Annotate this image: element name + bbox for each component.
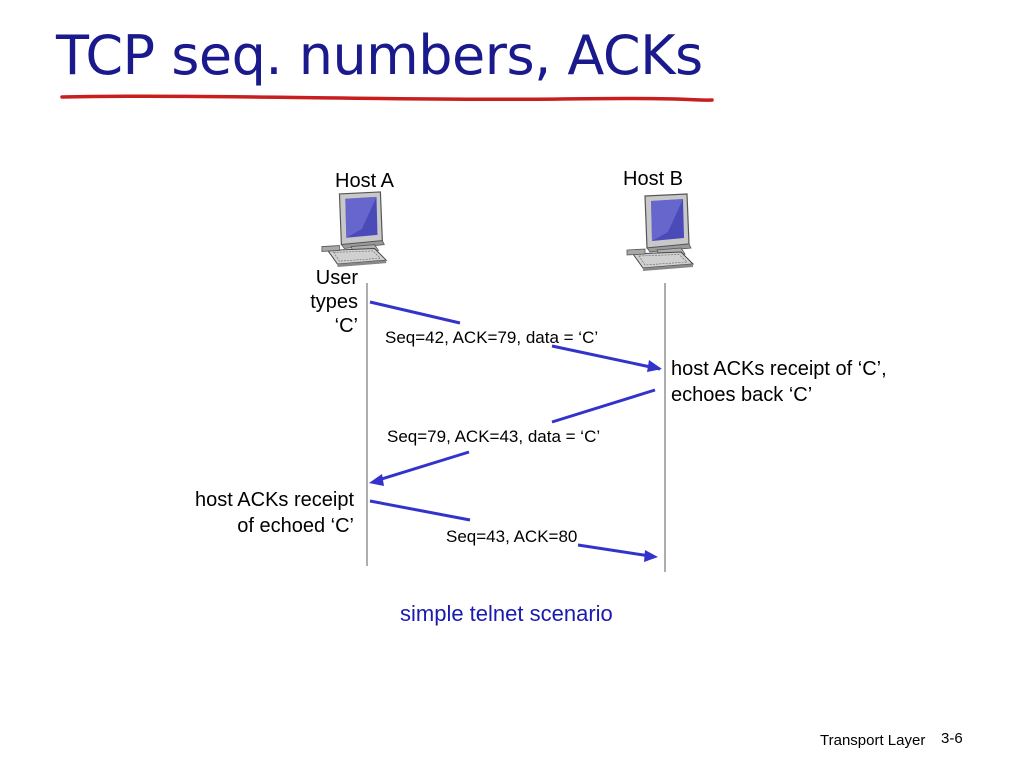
footer-section: Transport Layer [820,732,926,749]
message-2-arrowhead [369,474,384,486]
title-underline [60,94,714,102]
user-types-line-3: ‘C’ [334,315,358,337]
message-1-arrowhead [647,360,662,372]
slide-title: TCP seq. numbers, ACKs [56,24,703,87]
message-2-arrow-end [374,450,470,483]
footer-page-number: 3-6 [941,730,963,747]
message-2-label: Seq=79, ACK=43, data = ‘C’ [387,427,601,446]
message-3-arrowhead [644,550,658,562]
host-b-ack-note: host ACKs receipt of ‘C’, echoes back ‘C… [671,356,887,408]
user-types-line-2: types [310,291,358,313]
host-a-label: Host A [335,170,394,192]
message-3-arrow-start [369,499,471,522]
host-b-ack-line-2: echoes back ‘C’ [671,384,813,406]
message-2-arrow-start [551,388,656,424]
diagram-caption: simple telnet scenario [400,601,613,626]
host-a-computer-icon [321,191,387,268]
host-b-label: Host B [623,168,684,190]
message-1-arrow-start [369,300,461,325]
message-3-arrow-end [577,543,651,558]
host-b-computer-icon [626,193,694,272]
message-1-arrow-end [551,344,661,371]
message-3-label: Seq=43, ACK=80 [446,527,578,546]
user-types-note: User types ‘C’ [310,266,358,338]
host-a-ack-line-1: host ACKs receipt [195,489,354,511]
host-a-ack-line-2: of echoed ‘C’ [237,515,354,537]
host-a-ack-note: host ACKs receipt of echoed ‘C’ [195,487,354,539]
user-types-line-1: User [315,267,358,289]
host-b-ack-line-1: host ACKs receipt of ‘C’, [671,358,887,380]
message-1-label: Seq=42, ACK=79, data = ‘C’ [385,328,599,347]
